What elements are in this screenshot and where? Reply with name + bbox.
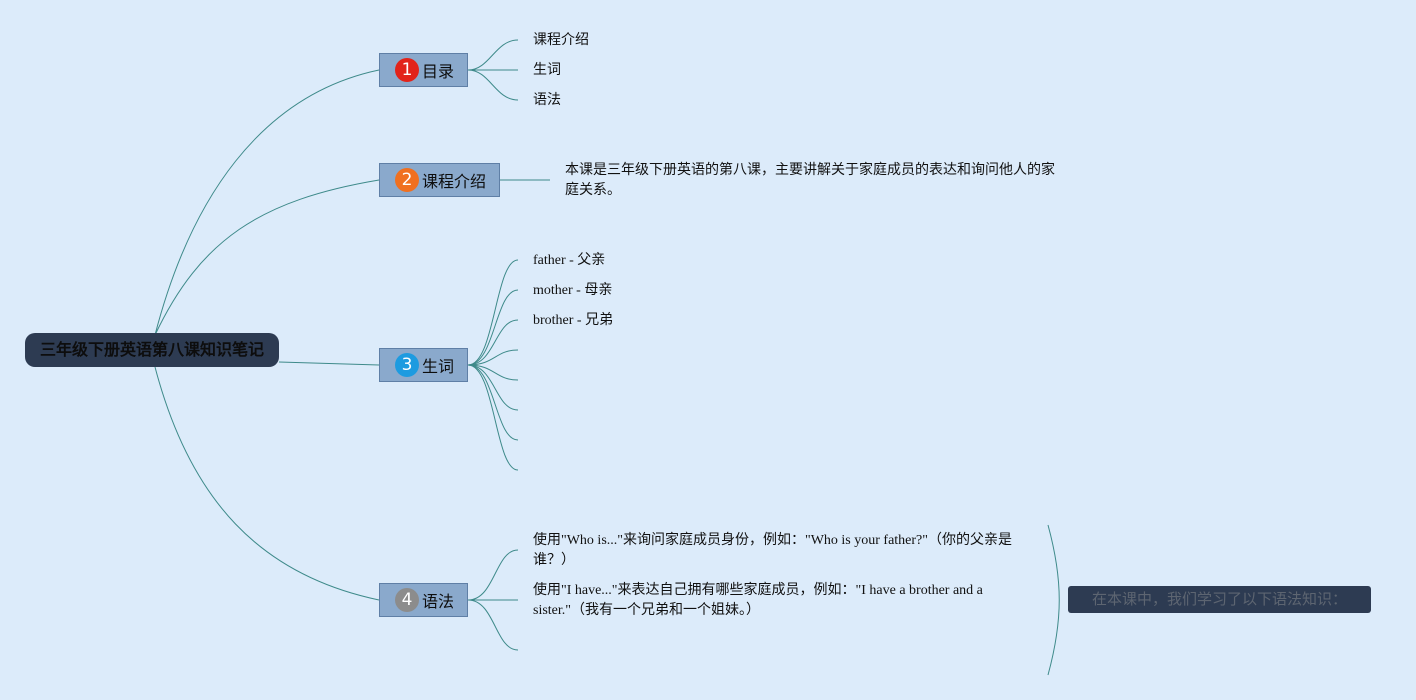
- connector-topic-4-leaf-1: [467, 549, 519, 601]
- leaf-grammar-who-is[interactable]: 使用"Who is..."来询问家庭成员身份，例如："Who is your f…: [533, 533, 1012, 568]
- topic-label: 目录: [422, 62, 455, 81]
- connector-topic-1-leaf-3: [467, 69, 519, 101]
- connector-root-to-topic-4: [154, 366, 380, 601]
- connector-topic-3-leaf-3: [467, 319, 519, 366]
- number-badge-4: 4: [395, 588, 419, 612]
- connector-root-to-topic-1: [154, 69, 380, 336]
- connector-root-to-topic-2: [154, 179, 380, 336]
- connector-topic-3-leaf-1: [467, 259, 519, 366]
- connector-topic-3-leaf-5: [467, 364, 519, 381]
- connector-topic-4-leaf-3: [467, 599, 519, 651]
- number-badge-1: 1: [395, 58, 419, 82]
- connector-root-to-topic-3: [278, 361, 380, 366]
- topic-label: 生词: [422, 357, 455, 376]
- connector-topic-3-leaf-8: [467, 364, 519, 471]
- leaf-grammar-i-have[interactable]: 使用"I have..."来表达自己拥有哪些家庭成员，例如："I have a …: [533, 583, 983, 618]
- topic-label: 语法: [422, 592, 455, 611]
- connector-topic-3-leaf-2: [467, 289, 519, 366]
- connector-topic-3-leaf-7: [467, 364, 519, 441]
- leaf-intro-description[interactable]: 本课是三年级下册英语的第八课，主要讲解关于家庭成员的表达和询问他人的家庭关系。: [565, 163, 1055, 198]
- topic-label: 课程介绍: [422, 172, 487, 191]
- topic-node-contents[interactable]: 1 目录: [379, 53, 468, 87]
- topic-node-vocabulary[interactable]: 3 生词: [379, 348, 468, 382]
- connector-topic-3-leaf-6: [467, 364, 519, 411]
- leaf-contents-vocab[interactable]: 生词: [533, 63, 561, 78]
- topic-node-intro[interactable]: 2 课程介绍: [379, 163, 500, 197]
- connector-topic-1-leaf-1: [467, 39, 519, 71]
- leaf-contents-grammar[interactable]: 语法: [533, 93, 561, 108]
- connector-topic-3-leaf-4: [467, 349, 519, 366]
- topic-node-grammar[interactable]: 4 语法: [379, 583, 468, 617]
- grammar-summary-node[interactable]: 在本课中，我们学习了以下语法知识：: [1068, 586, 1371, 613]
- summary-bracket: [1047, 524, 1060, 676]
- number-badge-2: 2: [395, 168, 419, 192]
- leaf-vocab-brother[interactable]: brother - 兄弟: [533, 313, 614, 328]
- leaf-vocab-father[interactable]: father - 父亲: [533, 253, 606, 268]
- leaf-contents-intro[interactable]: 课程介绍: [533, 33, 589, 48]
- root-node[interactable]: 三年级下册英语第八课知识笔记: [25, 333, 279, 367]
- leaf-vocab-mother[interactable]: mother - 母亲: [533, 283, 613, 298]
- number-badge-3: 3: [395, 353, 419, 377]
